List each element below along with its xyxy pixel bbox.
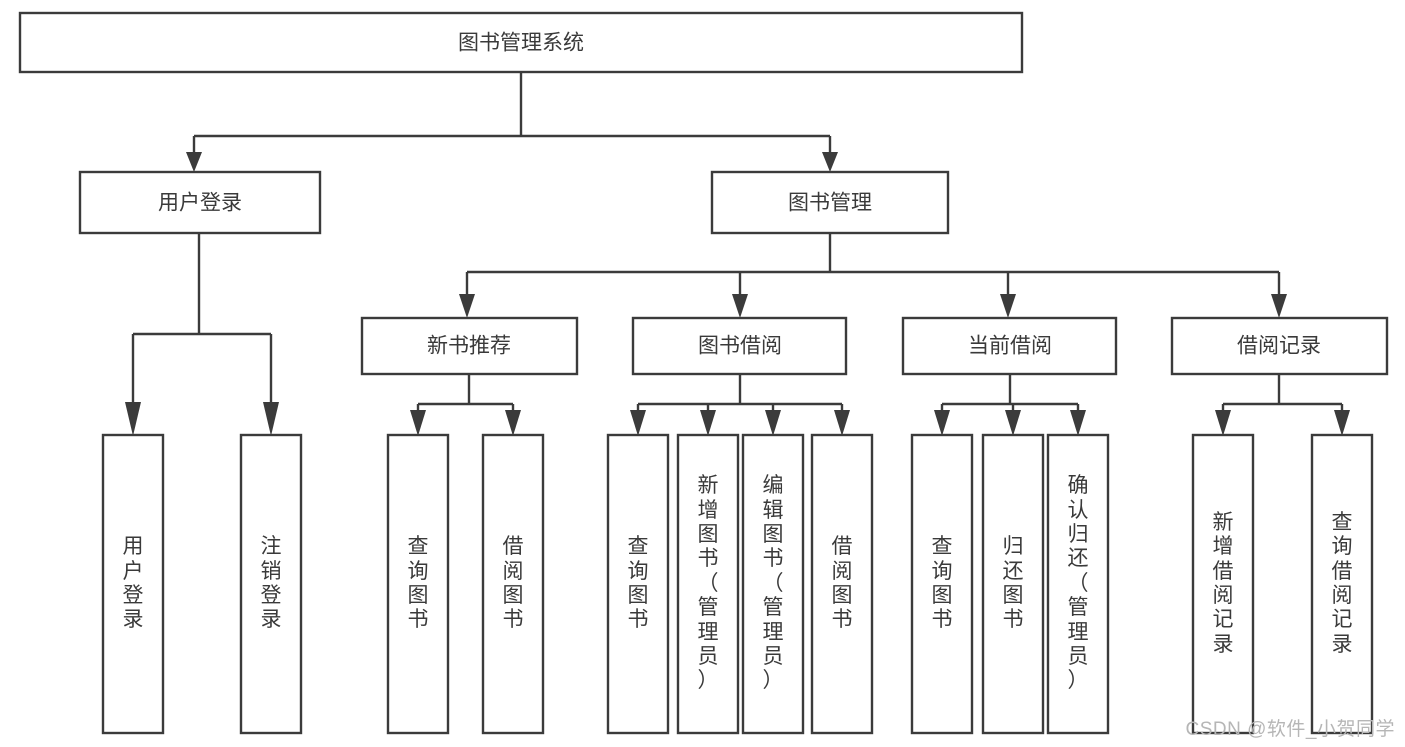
- arrow-to-current-borrow: [1000, 294, 1016, 318]
- node-box-leaf-borrow-book-2[interactable]: [810, 433, 874, 735]
- arrow-to-user-login: [186, 152, 202, 172]
- node-label-new-book-recommend: 新书推荐: [427, 335, 511, 358]
- arrow-to-leaf-edit-book: [765, 410, 781, 436]
- node-box-leaf-logout-login[interactable]: [239, 433, 303, 735]
- node-layer: 图书管理系统 用户登录 图书管理 新书推荐 图书借阅 当前借阅 借阅记录: [18, 11, 1389, 735]
- node-box-leaf-confirm-return[interactable]: [1046, 433, 1110, 735]
- arrow-to-book-manage: [822, 152, 838, 172]
- node-box-leaf-query-book-3[interactable]: [910, 433, 974, 735]
- arrow-to-borrow-record: [1271, 294, 1287, 318]
- node-box-new-book-recommend[interactable]: [360, 316, 579, 376]
- node-box-book-manage[interactable]: [710, 170, 950, 235]
- arrow-to-leaf-user-login: [125, 402, 141, 436]
- node-label-root: 图书管理系统: [458, 32, 584, 55]
- node-box-leaf-edit-book[interactable]: [741, 433, 805, 735]
- arrow-to-leaf-query-book-2: [630, 410, 646, 436]
- arrow-to-leaf-borrow-book-2: [834, 410, 850, 436]
- node-label-borrow-record: 借阅记录: [1237, 335, 1321, 358]
- arrow-to-leaf-add-borrow-record: [1215, 410, 1231, 436]
- arrow-to-leaf-borrow-book-1: [505, 410, 521, 436]
- node-box-leaf-user-login[interactable]: [101, 433, 165, 735]
- node-label-user-login: 用户登录: [158, 192, 242, 215]
- node-label-book-manage: 图书管理: [788, 192, 872, 215]
- watermark-text: CSDN @软件_小贺同学: [1185, 719, 1395, 740]
- arrow-to-leaf-add-book: [700, 410, 716, 436]
- node-box-book-borrow[interactable]: [631, 316, 848, 376]
- node-box-user-login[interactable]: [78, 170, 322, 235]
- node-box-leaf-query-book-2[interactable]: [606, 433, 670, 735]
- node-box-root[interactable]: [18, 11, 1024, 74]
- node-box-borrow-record[interactable]: [1170, 316, 1389, 376]
- connector-layer: [125, 72, 1350, 436]
- node-box-leaf-add-borrow-record[interactable]: [1191, 433, 1255, 735]
- arrow-to-leaf-query-book-3: [934, 410, 950, 436]
- node-box-leaf-return-book[interactable]: [981, 433, 1045, 735]
- node-label-current-borrow: 当前借阅: [968, 335, 1052, 358]
- node-box-current-borrow[interactable]: [901, 316, 1118, 376]
- node-box-leaf-borrow-book-1[interactable]: [481, 433, 545, 735]
- arrow-to-leaf-query-borrow-record: [1334, 410, 1350, 436]
- arrow-to-new-book-recommend: [459, 294, 475, 318]
- arrow-to-book-borrow: [732, 294, 748, 318]
- node-label-book-borrow: 图书借阅: [698, 335, 782, 358]
- arrow-to-leaf-logout-login: [263, 402, 279, 436]
- arrow-to-leaf-query-book-1: [410, 410, 426, 436]
- node-box-leaf-add-book[interactable]: [676, 433, 740, 735]
- arrow-to-leaf-confirm-return: [1070, 410, 1086, 436]
- node-box-leaf-query-borrow-record[interactable]: [1310, 433, 1374, 735]
- node-box-leaf-query-book-1[interactable]: [386, 433, 450, 735]
- arrow-to-leaf-return-book: [1005, 410, 1021, 436]
